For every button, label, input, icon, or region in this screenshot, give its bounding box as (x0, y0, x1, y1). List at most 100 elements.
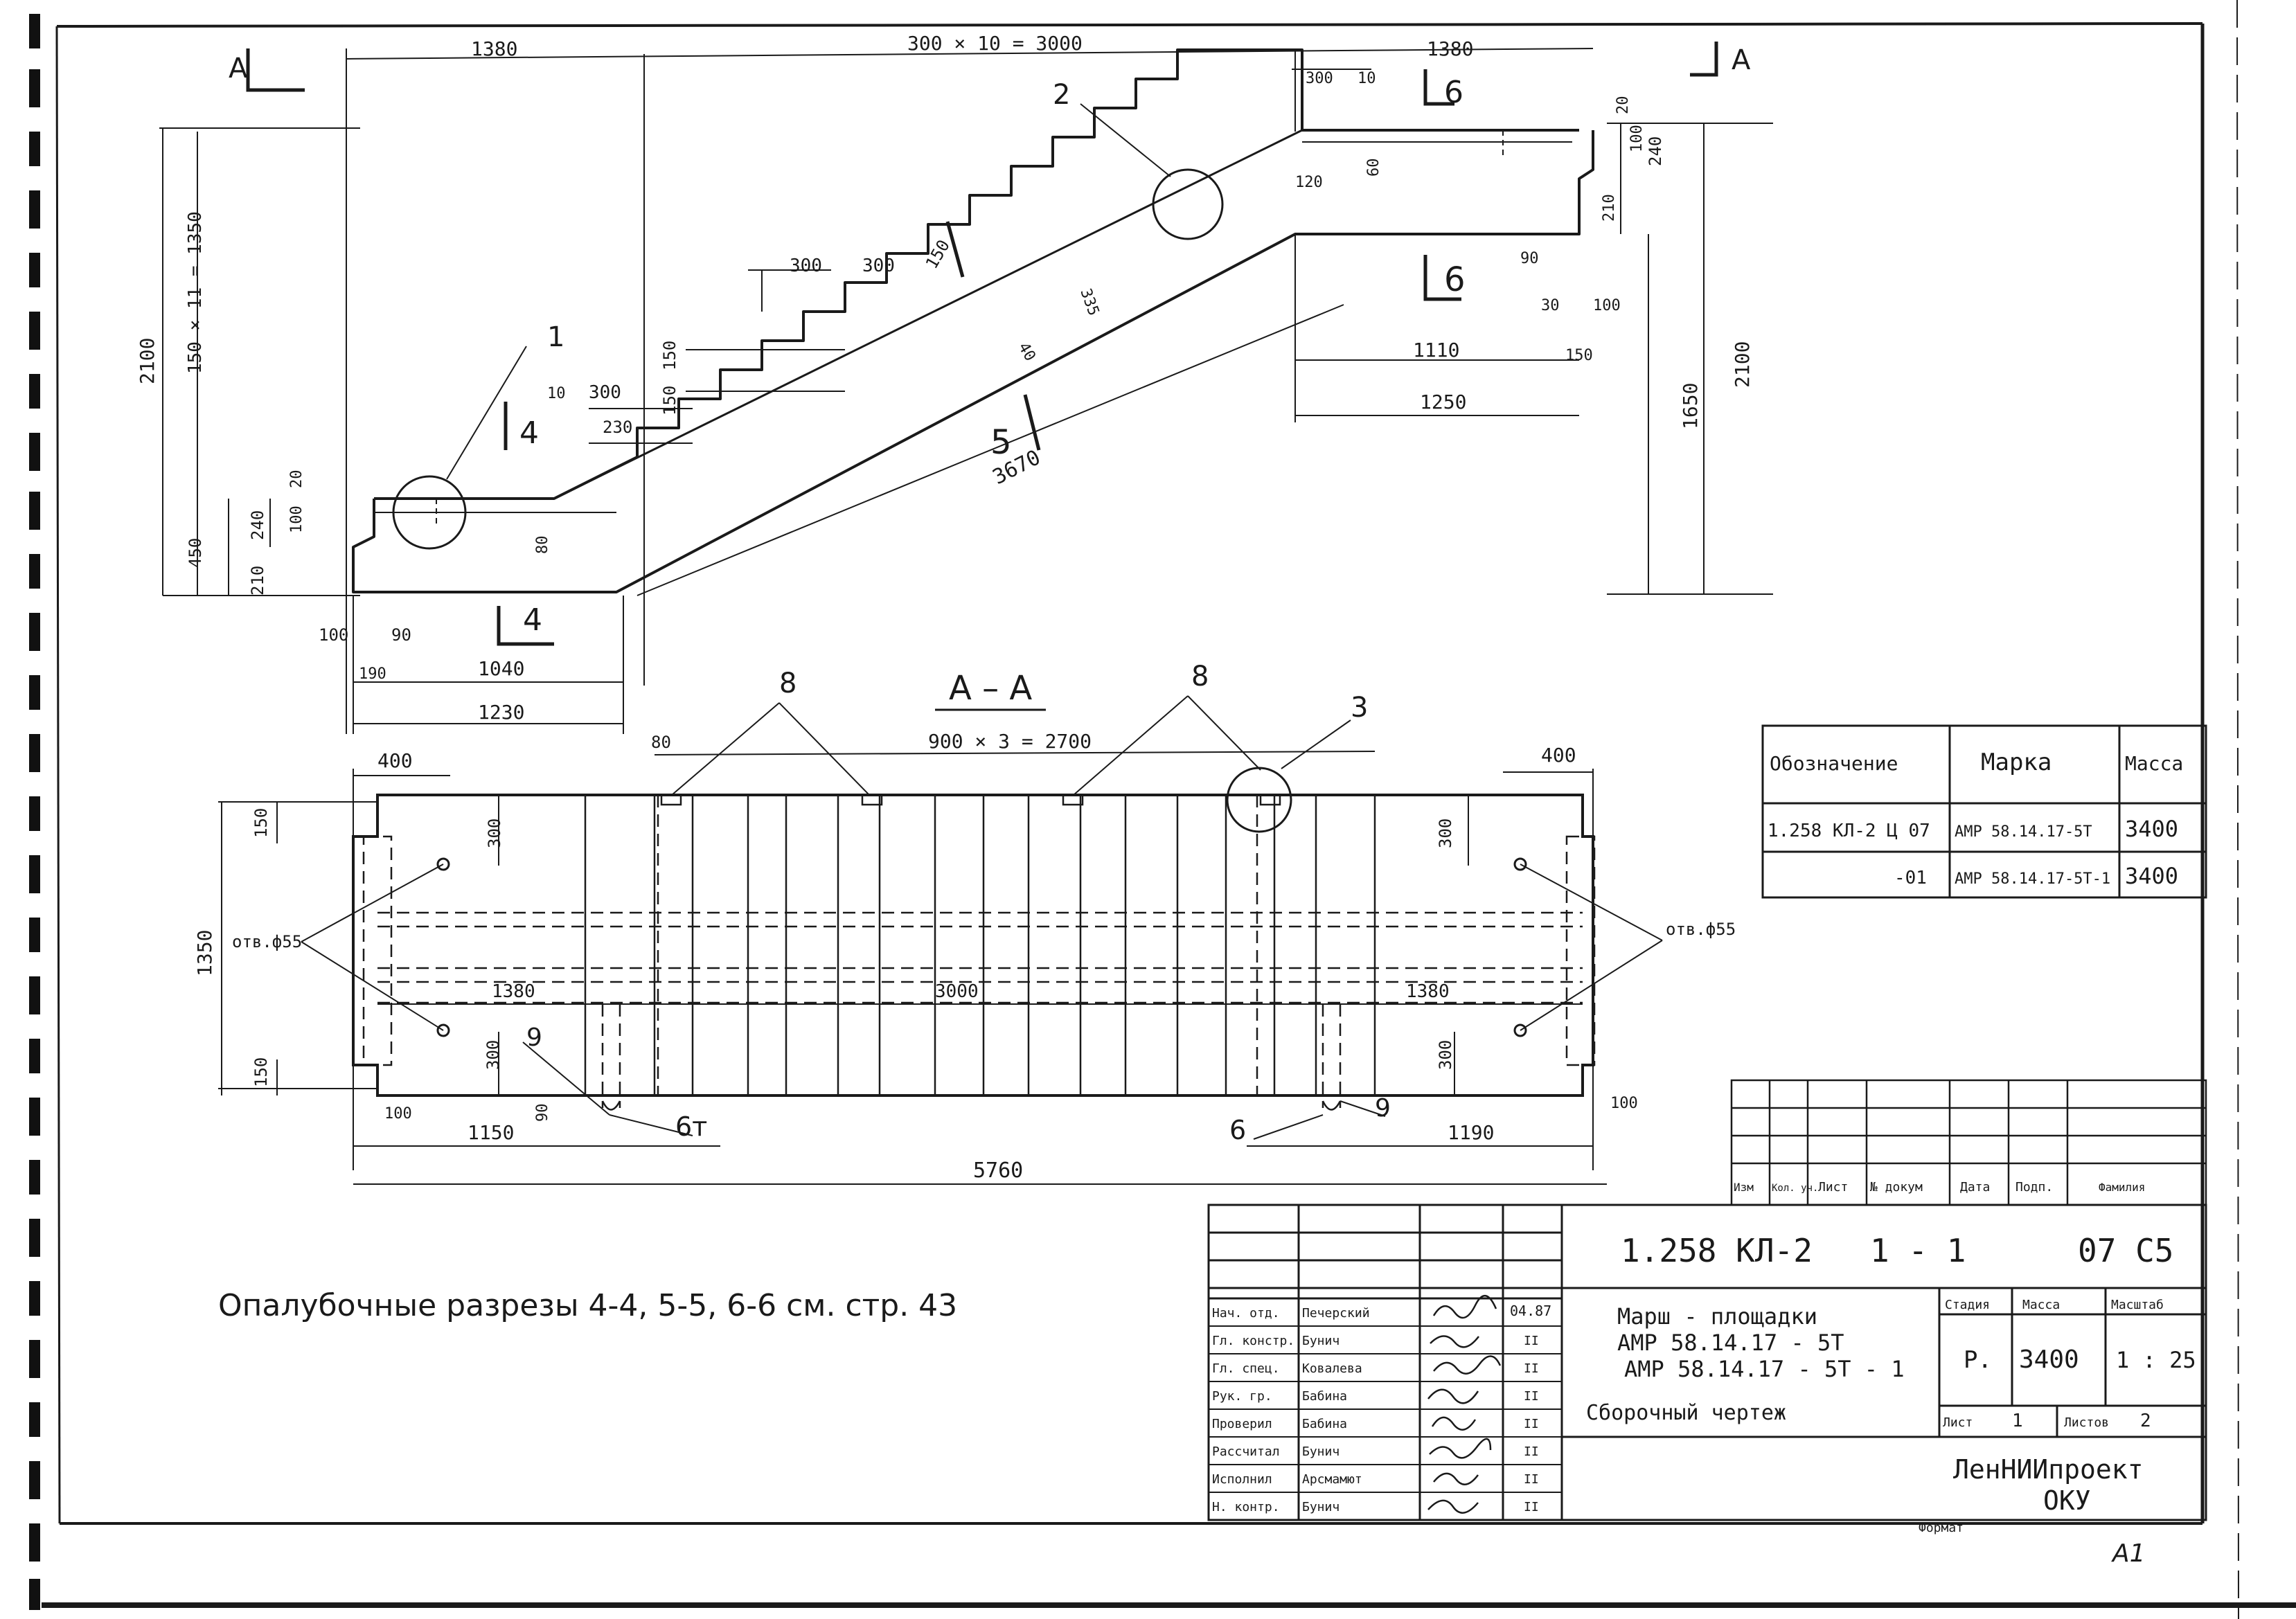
elevation-detail-lines (374, 130, 1572, 526)
plan-dim-1150: 1150 (468, 1121, 514, 1144)
plan-inserts (601, 794, 1342, 1111)
step-300a: 300 (790, 256, 822, 276)
dim-100a: 100 (1628, 125, 1646, 152)
rev-label-sign: Подп. (2015, 1180, 2053, 1195)
staff-rows: Нач. отд. Печерский Гл. констр. Бунич II… (1212, 1306, 1539, 1514)
elevation-dimension-lines (159, 48, 1773, 734)
spec-header-designation: Обозначение (1770, 752, 1898, 775)
step-150b: 150 (660, 341, 679, 370)
leader-8b: 8 (1191, 661, 1209, 692)
leader-6: 6 (1229, 1115, 1246, 1145)
spec-row1-mark: АМР 58.14.17-5Т (1955, 823, 2092, 841)
binding-stripe (29, 14, 40, 1610)
staff-role: Рассчитал (1212, 1444, 1280, 1459)
leader-1-label: 1 (547, 321, 564, 353)
dim-20a: 20 (1614, 96, 1632, 115)
plan-dim-300a: 300 (485, 819, 504, 848)
dim-90a: 90 (1520, 250, 1539, 267)
staff-name: Бабина (1302, 1389, 1347, 1404)
sheet-frame (42, 0, 2296, 1619)
staff-name: Ковалева (1302, 1361, 1362, 1376)
detail-circle-2 (1152, 168, 1224, 240)
dim-100c: 100 (288, 506, 305, 533)
leader-2-label: 2 (1053, 79, 1070, 111)
leader-9-right: 9 (1375, 1094, 1391, 1122)
plan-dim-2700: 900 × 3 = 2700 (928, 730, 1092, 753)
leader-8a: 8 (779, 668, 797, 699)
signature-scribbles (1427, 1295, 1502, 1514)
step-300b: 300 (862, 256, 895, 276)
plan-dimension-texts: 400 80 900 × 3 = 2700 400 150 300 1350 1… (193, 730, 1638, 1183)
plan-dim-150a: 150 (251, 808, 271, 838)
dim-300b: 300 (589, 382, 621, 403)
dim-top-left: 1380 (471, 37, 517, 60)
plan-title: А – А (949, 669, 1032, 708)
dim-10b: 10 (547, 385, 566, 402)
plan-dim-1380-right: 1380 (1406, 981, 1450, 1002)
stair-elevation: А А 4 4 5 6 6 1 2 1380 300 × 10 = 3000 1… (136, 32, 1773, 734)
dim-30: 30 (1541, 297, 1560, 314)
staff-role: Проверил (1212, 1417, 1272, 1431)
spec-header-mark: Марка (1981, 749, 2052, 776)
sheet-label: Лист (1943, 1415, 1973, 1430)
plan-dim-300d: 300 (1436, 1040, 1455, 1070)
plan-dim-300c: 300 (1436, 819, 1455, 848)
revision-block: Изм Кол. уч. Лист № докум Дата Подп. Фам… (1730, 1079, 2207, 1206)
dim-20b: 20 (288, 470, 305, 489)
staff-role: Рук. гр. (1212, 1389, 1272, 1404)
dim-1650: 1650 (1679, 383, 1702, 429)
plan-dim-100-left: 100 (384, 1105, 412, 1122)
dim-40: 40 (1015, 340, 1039, 364)
section-mark-6-upper: 6 (1444, 75, 1463, 110)
plan-dim-400-right: 400 (1541, 744, 1576, 767)
title-date: 04.87 (1510, 1303, 1551, 1319)
spec-row1-designation: 1.258 КЛ-2 Ц 07 (1768, 821, 1930, 841)
staff-date: II (1524, 1472, 1539, 1487)
staff-role: Исполнил (1212, 1472, 1272, 1487)
staff-role: Гл. констр. (1212, 1334, 1294, 1348)
mass-header: Масса (2022, 1298, 2060, 1312)
staff-role: Н. контр. (1212, 1500, 1280, 1514)
step-150c: 150 (660, 386, 679, 415)
dim-100b: 100 (1593, 297, 1621, 314)
plan-dim-100-right: 100 (1610, 1095, 1638, 1112)
rev-label-date: Дата (1960, 1180, 1990, 1195)
section-mark-5: 5 (990, 423, 1012, 462)
section-mark-4-lower: 4 (523, 602, 542, 638)
plan-dim-80: 80 (651, 733, 671, 752)
dim-90b: 90 (391, 625, 411, 645)
title-line-4: Сборочный чертеж (1586, 1401, 1786, 1425)
elevation-outline (352, 48, 1594, 593)
spec-header-mass: Масса (2125, 752, 2183, 775)
rev-label-surname: Фамилия (2099, 1181, 2145, 1194)
doc-code: 1.258 КЛ-2 (1621, 1232, 1813, 1269)
staff-date: II (1524, 1444, 1539, 1459)
staff-name: Бабина (1302, 1417, 1347, 1431)
org-line-2: ОКУ (2043, 1485, 2091, 1516)
section-mark-a-right: А (1732, 44, 1751, 76)
dim-60a: 60 (1365, 159, 1382, 177)
leader-6t: 6т (675, 1111, 707, 1142)
plan-dim-1350: 1350 (193, 930, 216, 976)
rev-label-docnum: № докум (1870, 1180, 1923, 1195)
dim-top-right: 1380 (1427, 37, 1473, 60)
plan-dim-300b: 300 (483, 1040, 503, 1070)
spec-table: Обозначение Марка Масса 1.258 КЛ-2 Ц 07 … (1761, 724, 2207, 899)
plan-dim-150b: 150 (251, 1057, 271, 1087)
staff-name: Бунич (1302, 1444, 1340, 1459)
detail-circle-1 (392, 475, 467, 550)
dim-1040: 1040 (478, 657, 524, 680)
sheets-value: 2 (2140, 1411, 2151, 1431)
dim-230: 230 (603, 418, 632, 437)
dim-10a: 10 (1358, 70, 1376, 87)
elevation-dimension-texts: 1380 300 × 10 = 3000 1380 300 10 20 100 … (136, 32, 1754, 724)
album-ref: 07 С5 (2078, 1232, 2173, 1269)
spec-row2-mark: АМР 58.14.17-5Т-1 (1955, 870, 2110, 888)
staff-date: II (1524, 1361, 1539, 1376)
stage-value: Р. (1964, 1346, 1992, 1374)
staff-date: II (1524, 1334, 1539, 1348)
section-mark-4-upper: 4 (519, 415, 539, 451)
step-150a: 150 (922, 236, 954, 272)
sheets-label: Листов (2064, 1415, 2109, 1430)
dim-1230: 1230 (478, 701, 524, 724)
